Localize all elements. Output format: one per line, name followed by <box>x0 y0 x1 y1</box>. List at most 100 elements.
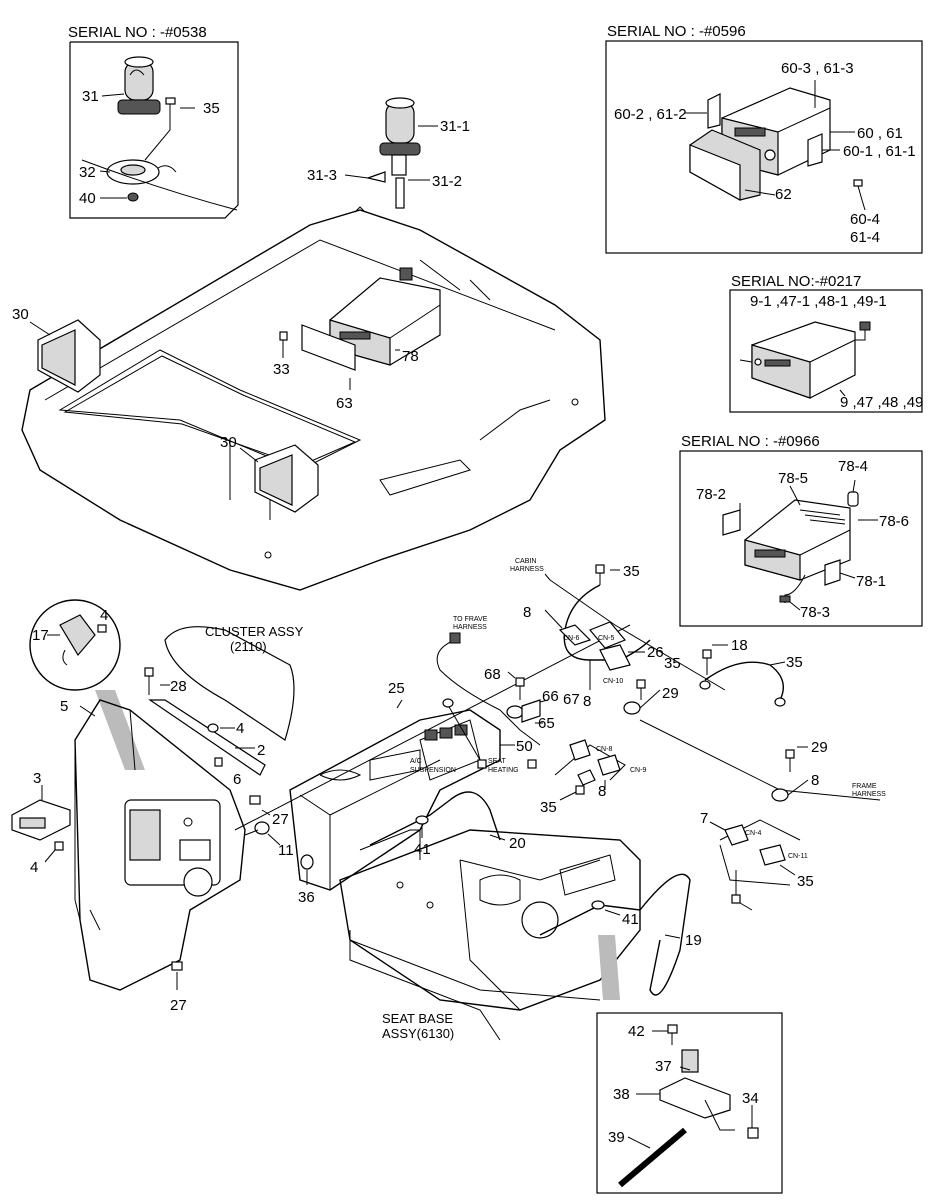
label: 19 <box>685 932 702 949</box>
label: 50 <box>516 738 533 755</box>
connector-bracket-7 <box>709 819 801 911</box>
label: 27 <box>170 997 187 1014</box>
bracket-left <box>707 93 721 129</box>
radio-unit <box>751 321 856 399</box>
label: 60-4 <box>850 211 880 228</box>
inset-title: SERIAL NO : -#0596 <box>607 23 746 40</box>
screw-icon <box>279 331 288 341</box>
callout: CABIN <box>515 558 536 565</box>
connector-icon <box>449 632 461 644</box>
label: 39 <box>608 1129 625 1146</box>
cabin-harness <box>544 564 726 691</box>
label: 35 <box>540 799 557 816</box>
inset-title: SERIAL NO : -#0966 <box>681 433 820 450</box>
label: 60 , 61 <box>857 125 903 142</box>
label: 6 <box>233 771 241 788</box>
inset-frame <box>605 40 923 254</box>
bracket-3 <box>11 785 71 863</box>
label: 7 <box>700 810 708 827</box>
label: 65 <box>538 715 555 732</box>
center-console <box>289 709 501 891</box>
label: 8 <box>598 783 606 800</box>
radio-unit-cab <box>279 267 441 390</box>
inset-radio-0596: SERIAL NO : -#0596 60-3 , 61-3 60-2 , 61… <box>605 23 923 254</box>
connector-label: CN-4 <box>745 830 761 837</box>
label: 60-3 , 61-3 <box>781 60 854 77</box>
inset-handle <box>596 1012 783 1194</box>
label: 31-1 <box>440 118 470 135</box>
inset-beacon-0538: SERIAL NO : -#0538 31 35 32 <box>68 24 239 219</box>
inset-radio-0217: SERIAL NO:-#0217 9-1 ,47-1 ,48-1 ,49-1 9… <box>729 273 923 413</box>
beacon-lamp <box>117 56 161 115</box>
connector-label: CN-6 <box>563 635 579 642</box>
connector-icon <box>779 595 791 603</box>
inset-frame <box>69 41 239 219</box>
label: 31-2 <box>432 173 462 190</box>
label: 4 <box>236 720 244 737</box>
label: 63 <box>336 395 353 412</box>
callout: HARNESS <box>453 624 487 631</box>
label: ASSY(6130) <box>382 1026 454 1041</box>
callout: SEAT <box>488 758 506 765</box>
inset-frame <box>679 450 923 627</box>
label: (2110) <box>230 639 267 654</box>
label: 8 <box>811 772 819 789</box>
bolts <box>171 795 314 990</box>
label: 60-1 , 61-1 <box>843 143 916 160</box>
label: 35 <box>623 563 640 580</box>
seat-base-assy <box>339 829 641 1041</box>
clip-41 <box>415 815 429 825</box>
beacon-lamp-cab <box>344 97 438 209</box>
connector-label: CN-10 <box>603 678 623 685</box>
cab-roof <box>21 206 606 591</box>
frame-harness <box>639 719 881 802</box>
leader-shade <box>95 690 145 770</box>
label: 78 <box>402 348 419 365</box>
clip-41 <box>591 900 605 910</box>
leader-shade <box>598 935 620 1000</box>
label: 62 <box>775 186 792 203</box>
bracket <box>301 324 356 371</box>
label: 78-2 <box>696 486 726 503</box>
label: 61-4 <box>850 229 880 246</box>
label: 18 <box>731 637 748 654</box>
inset-frame <box>729 289 923 413</box>
switch-detail <box>29 599 145 770</box>
inset-title: SERIAL NO:-#0217 <box>731 273 861 290</box>
label: 67 <box>563 691 580 708</box>
bolt-icon <box>747 1127 759 1139</box>
callout: TO FRAVE <box>453 616 488 623</box>
callout: SUSPENSION <box>410 767 456 774</box>
callout: HARNESS <box>852 791 886 798</box>
cable-19 <box>539 873 691 996</box>
label: 27 <box>272 811 289 828</box>
label: 29 <box>811 739 828 756</box>
label: 37 <box>655 1058 672 1075</box>
radio-faceplate <box>689 129 761 202</box>
label: 30 <box>12 306 29 323</box>
label: CLUSTER ASSY <box>205 624 304 639</box>
radio-unit <box>744 499 851 581</box>
label: 4 <box>30 859 38 876</box>
label: 33 <box>273 361 290 378</box>
label: SEAT BASE <box>382 1011 453 1026</box>
label: 41 <box>414 841 431 858</box>
bracket-2 <box>144 667 266 776</box>
label: 11 <box>278 842 294 859</box>
label: 41 <box>622 911 639 928</box>
inset-title: SERIAL NO : -#0538 <box>68 24 207 41</box>
label: 30 <box>220 434 237 451</box>
label: 78-4 <box>838 458 868 475</box>
label: 2 <box>257 742 265 759</box>
label: 20 <box>509 835 526 852</box>
label: 35 <box>797 873 814 890</box>
fuse-icon <box>847 491 859 507</box>
harness-to-frame <box>436 639 541 746</box>
label: 29 <box>662 685 679 702</box>
inset-frame <box>596 1012 783 1194</box>
label: 9-1 ,47-1 ,48-1 ,49-1 <box>750 293 887 310</box>
work-lamp-right <box>239 444 319 513</box>
callout: HARNESS <box>510 566 544 573</box>
bracket-right <box>807 133 823 167</box>
